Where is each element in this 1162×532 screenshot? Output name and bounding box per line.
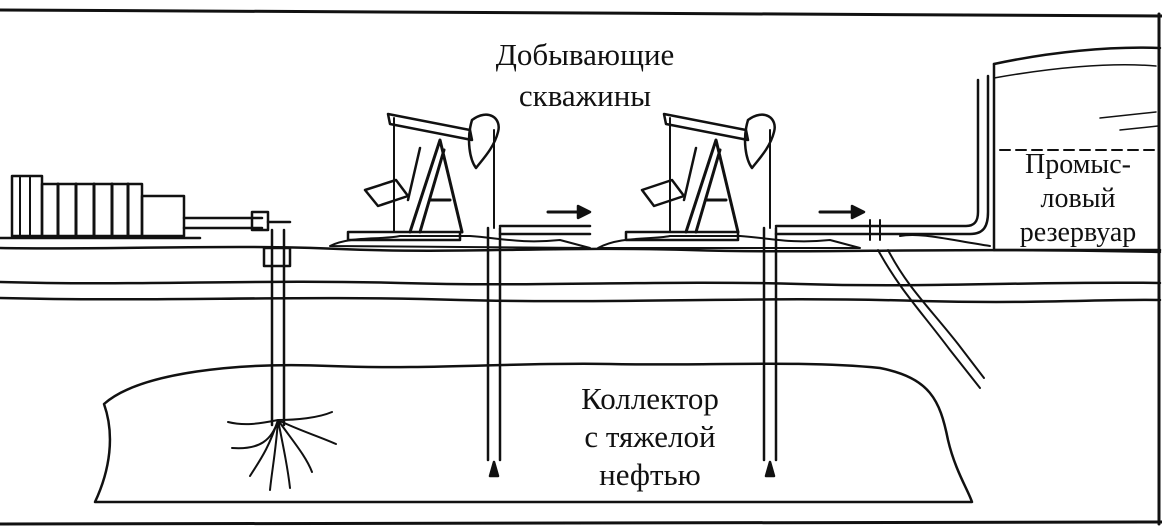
field-reservoir-label-line2: ловый [1040, 183, 1116, 214]
heavy-oil-reservoir-label-line2: с тяжелой [584, 419, 716, 454]
field-reservoir-label: Промыс- ловый резервуар [996, 148, 1160, 250]
ground-strata [0, 245, 1162, 304]
production-wells-label-line2: скважины [518, 78, 652, 113]
drain-line [877, 249, 985, 389]
field-reservoir-label-line3: резервуар [1019, 217, 1137, 248]
oil-reservoir-outline [93, 362, 974, 504]
field-storage-tank [992, 46, 1162, 252]
production-wells-label-line1: Добывающие [495, 37, 675, 72]
production-wells-label: Добывающие скважины [455, 34, 715, 116]
collection-pipeline [869, 74, 991, 247]
injection-well [227, 228, 337, 491]
flow-arrows [546, 204, 866, 220]
steam-generator [0, 174, 292, 240]
heavy-oil-reservoir-label-line1: Коллектор [581, 381, 719, 416]
frame [0, 8, 1162, 526]
heavy-oil-reservoir-label-line3: нефтью [599, 457, 701, 492]
field-reservoir-label-line1: Промыс- [1025, 149, 1131, 180]
pumpjack-2 [597, 112, 882, 478]
pumpjack-1 [329, 112, 592, 478]
heavy-oil-reservoir-label: Коллектор с тяжелой нефтью [520, 380, 780, 494]
